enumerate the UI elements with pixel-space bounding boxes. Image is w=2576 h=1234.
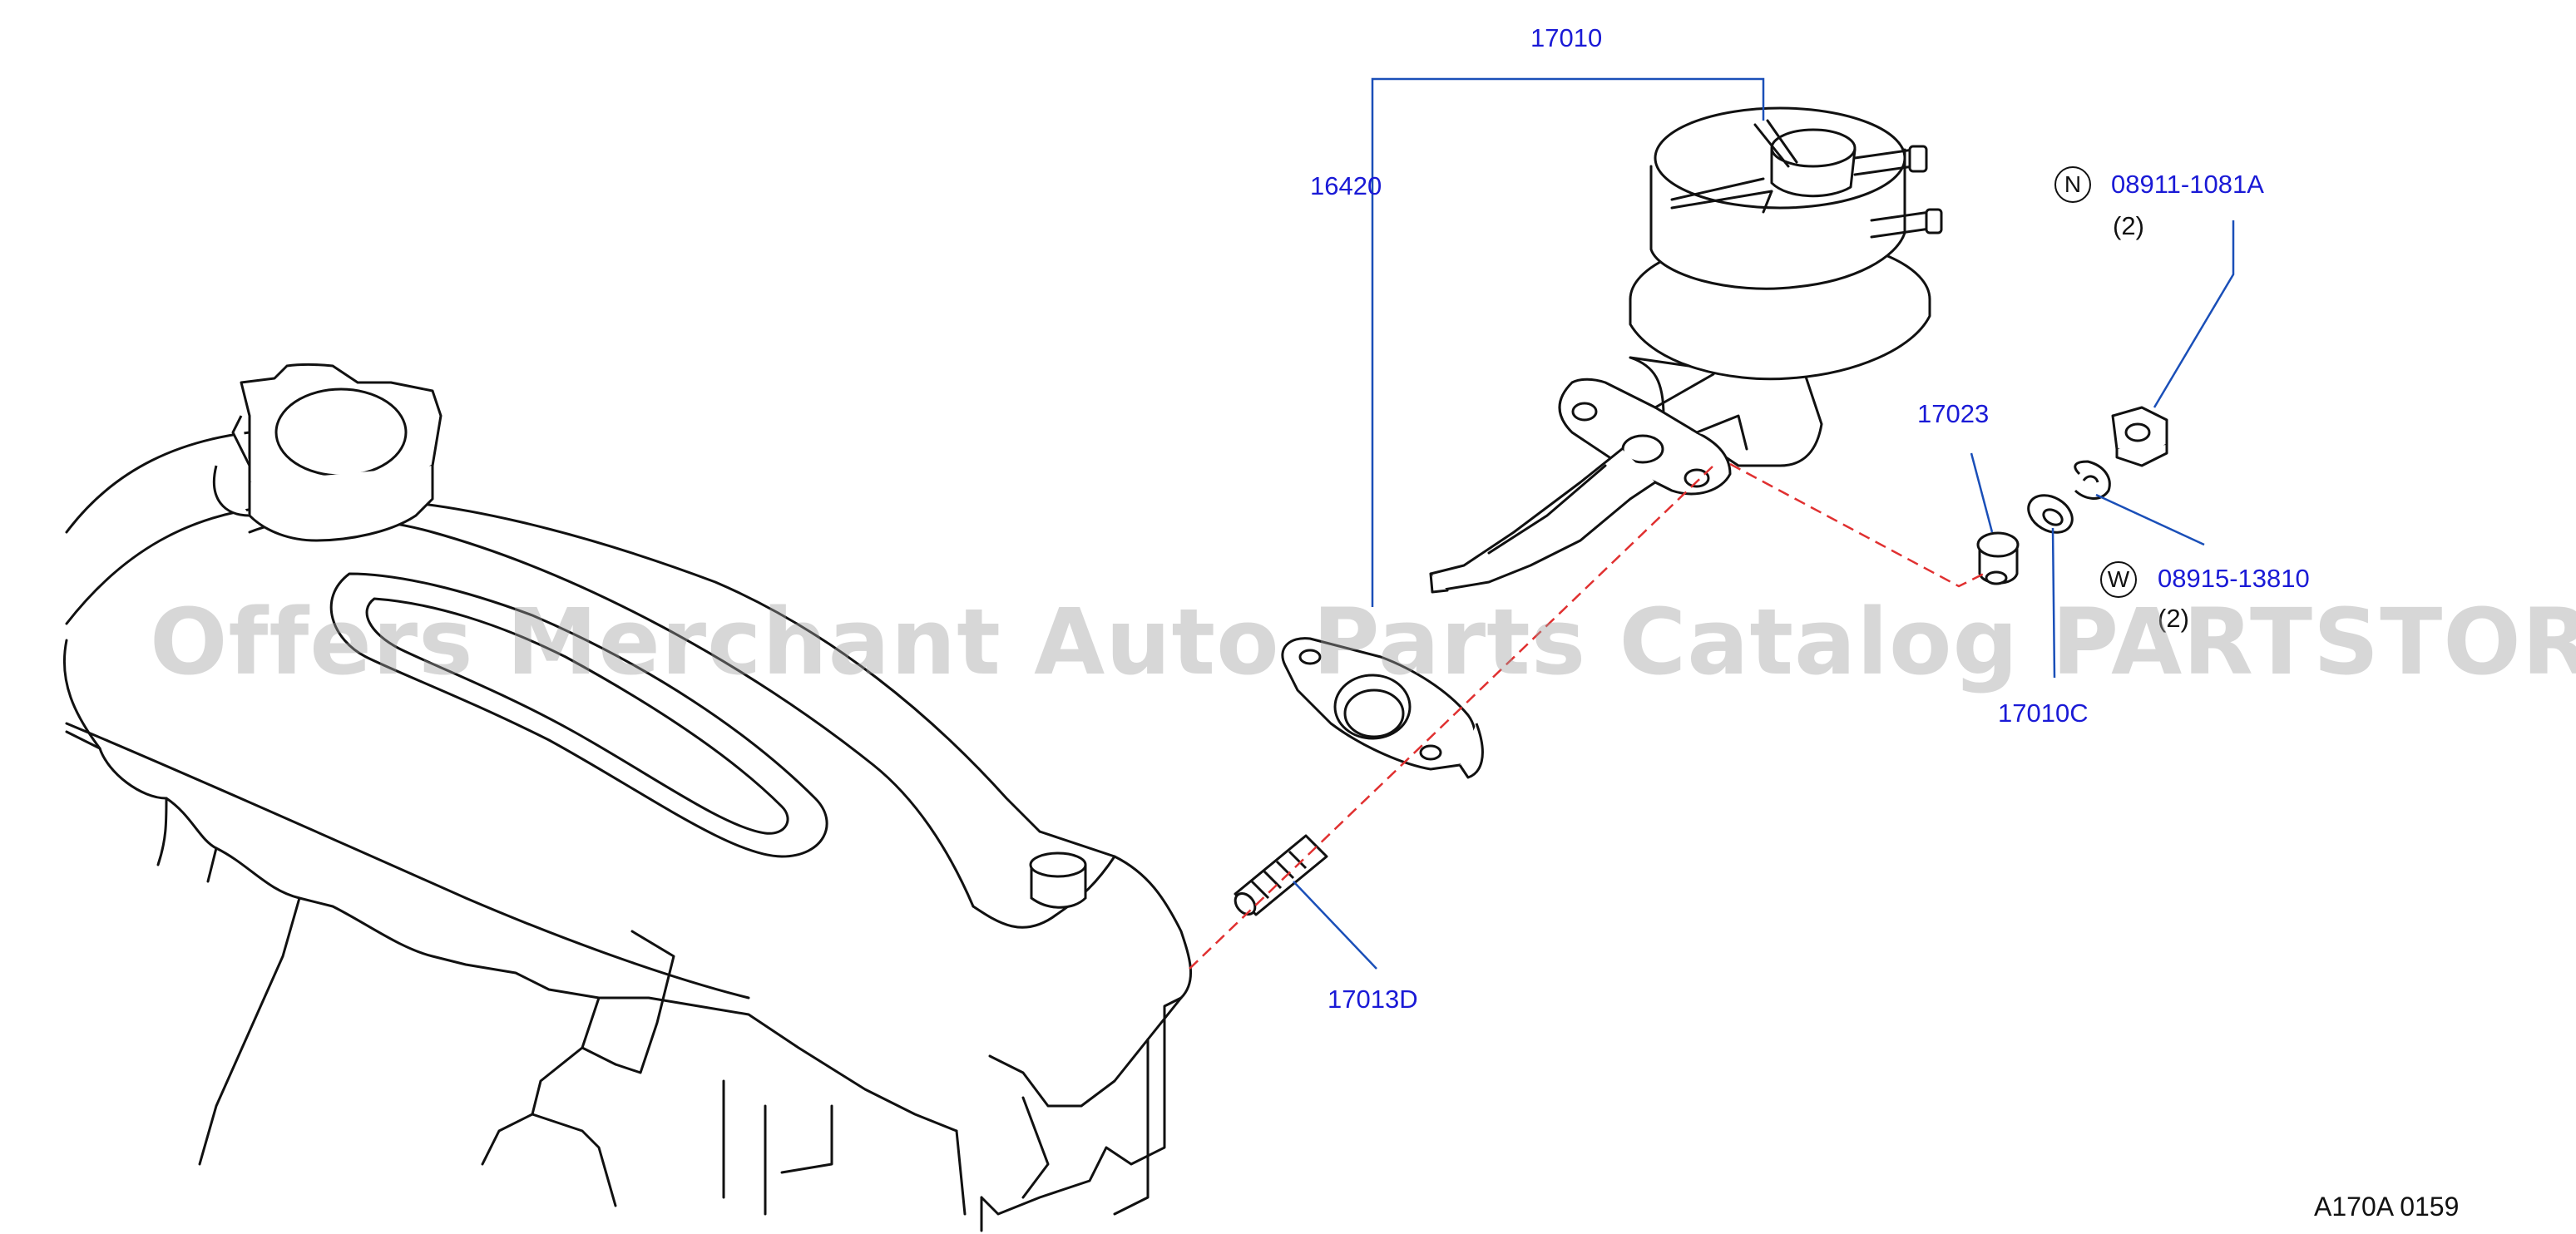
hex-nut xyxy=(2111,406,2168,467)
breather-knob xyxy=(1029,851,1087,909)
callout-17010C[interactable]: 17010C xyxy=(1998,698,2089,728)
washer-quantity: (2) xyxy=(2158,604,2189,633)
washer xyxy=(2027,494,2074,534)
assembly-axis-lines xyxy=(1189,462,1985,970)
callout-08911-1081A[interactable]: 08911-1081A xyxy=(2111,170,2264,199)
engine-rocker-cover xyxy=(62,431,1193,1232)
washer-mark-icon: W xyxy=(2100,561,2137,598)
watermark-text: Offers Merchant Auto Parts Catalog PARTS… xyxy=(150,589,2576,695)
nut-quantity: (2) xyxy=(2113,211,2144,240)
callout-17023[interactable]: 17023 xyxy=(1917,399,1990,428)
spacer-collar xyxy=(1976,531,2020,585)
diagram-code: A170A 0159 xyxy=(2314,1192,2460,1222)
callout-17013D[interactable]: 17013D xyxy=(1328,985,1418,1014)
nut-mark-icon: N xyxy=(2054,166,2091,203)
callout-17010[interactable]: 17010 xyxy=(1530,23,1603,52)
oil-filler-cap xyxy=(212,363,443,542)
lock-washer xyxy=(2074,460,2111,500)
gasket-insulator xyxy=(1281,637,1484,779)
stud-bolt xyxy=(1234,834,1328,916)
callout-08915-13810[interactable]: 08915-13810 xyxy=(2158,564,2310,593)
fuel-pump-assembly xyxy=(1429,106,1943,594)
leader-lines xyxy=(1293,77,2235,970)
callout-16420[interactable]: 16420 xyxy=(1310,171,1382,200)
